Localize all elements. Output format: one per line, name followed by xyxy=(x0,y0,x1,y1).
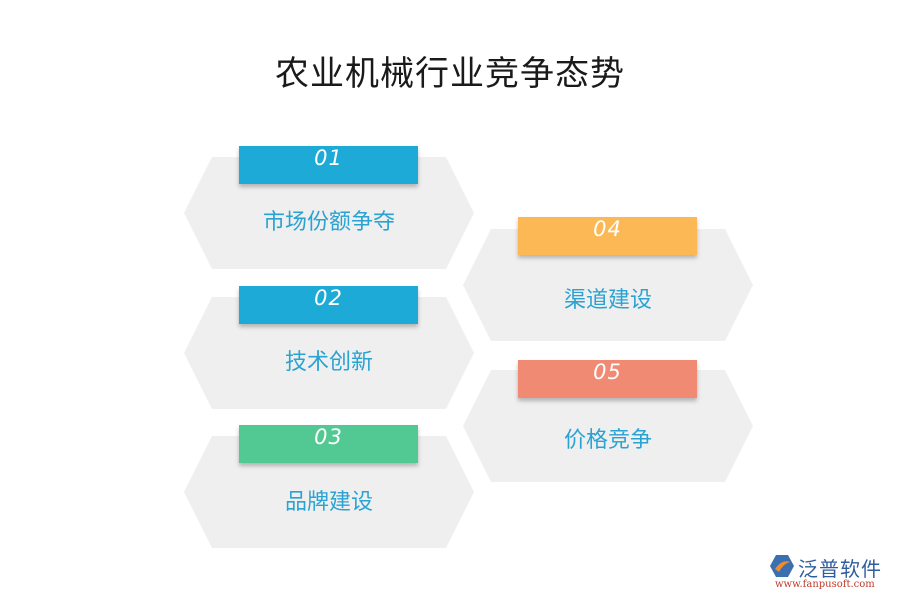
item-label-02: 技术创新 xyxy=(284,350,373,375)
hexagon-item-05 xyxy=(463,370,753,482)
hexagon-item-02 xyxy=(184,297,474,409)
hexagon-item-03 xyxy=(184,436,474,548)
item-label-05: 价格竞争 xyxy=(563,428,652,453)
badge-05: 05 xyxy=(518,360,697,398)
item-label-03: 品牌建设 xyxy=(284,490,373,515)
hexagon-item-01 xyxy=(184,157,474,269)
item-label-04: 渠道建设 xyxy=(563,288,652,313)
hexagon-shape xyxy=(184,297,474,409)
badge-01: 01 xyxy=(239,146,418,184)
fanpu-logo-icon xyxy=(770,555,794,577)
badge-04: 04 xyxy=(518,217,697,255)
badge-03: 03 xyxy=(239,425,418,463)
item-label-01: 市场份额争夺 xyxy=(262,210,395,235)
hexagon-shape xyxy=(184,157,474,269)
page-title: 农业机械行业竞争态势 xyxy=(275,54,625,94)
fanpu-logo: 泛普软件 www.fanpusoft.com xyxy=(770,553,895,595)
hexagon-shape xyxy=(184,436,474,548)
logo-name: 泛普软件 xyxy=(798,557,882,581)
badge-02: 02 xyxy=(239,286,418,324)
hexagon-item-04 xyxy=(463,229,753,341)
hexagon-shape xyxy=(463,229,753,341)
logo-url: www.fanpusoft.com xyxy=(775,579,875,590)
hexagon-shape xyxy=(463,370,753,482)
